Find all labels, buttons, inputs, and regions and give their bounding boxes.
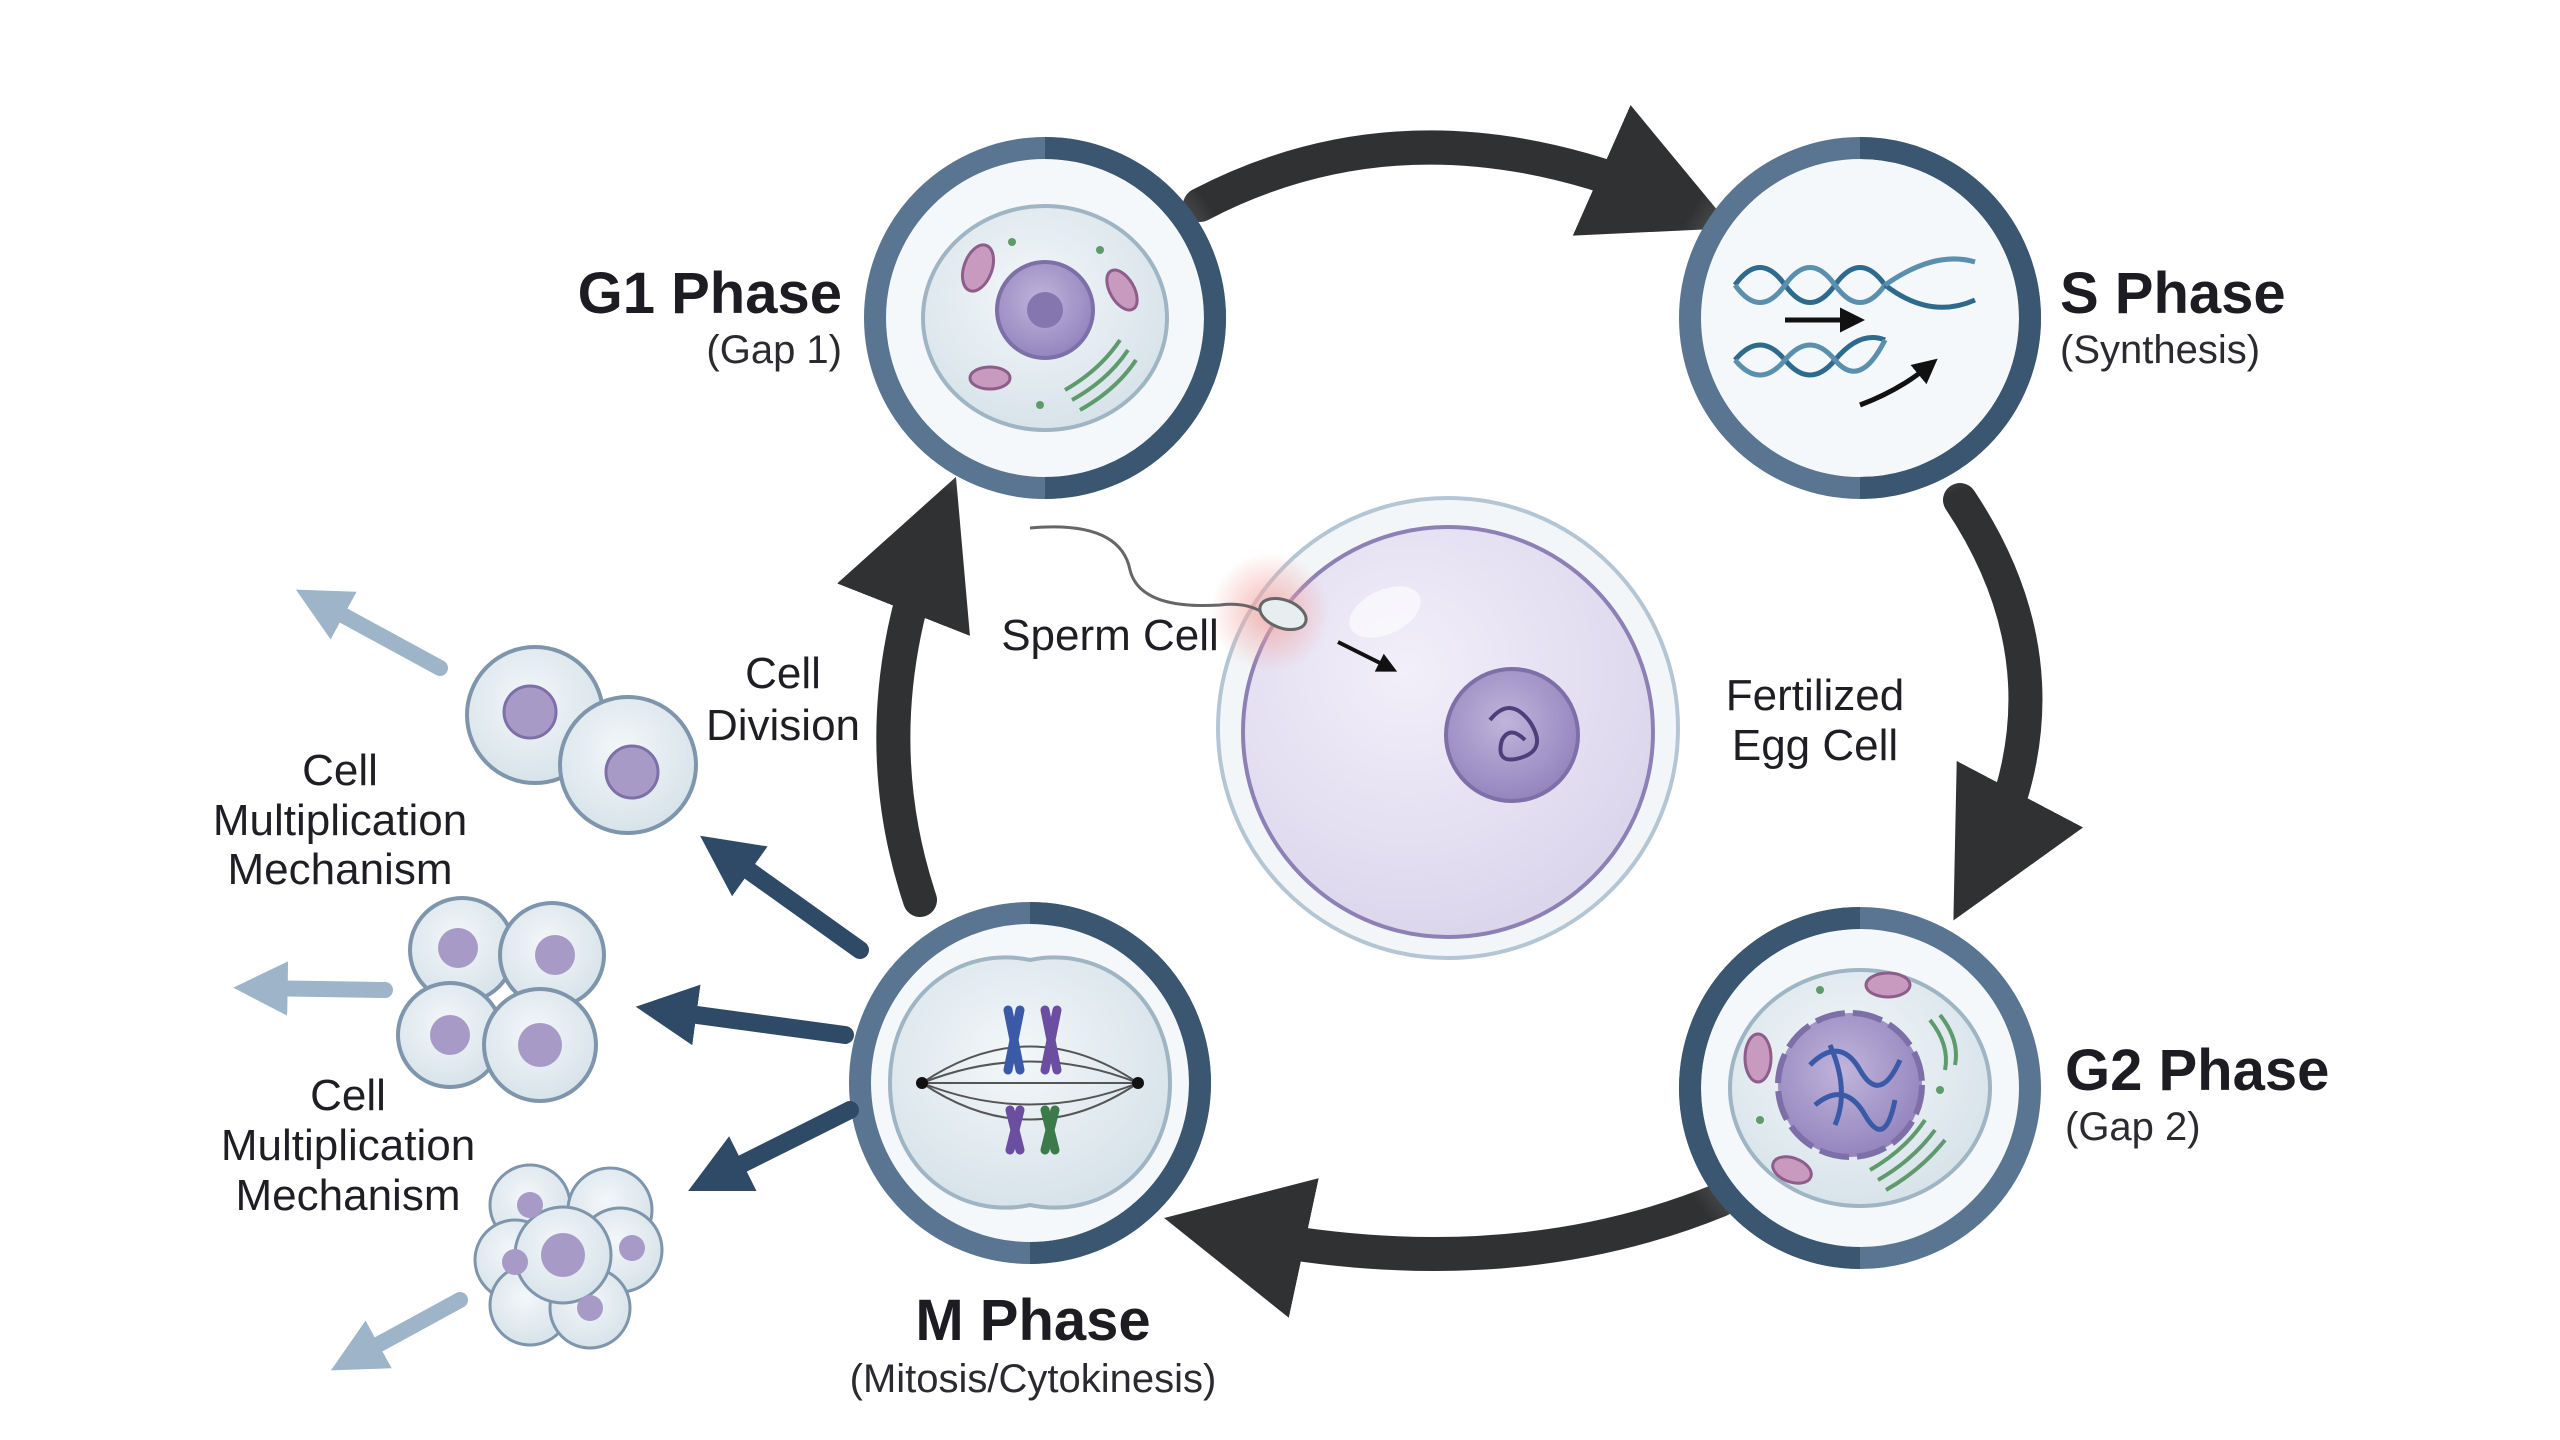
- golgi-icon: [1064, 338, 1138, 412]
- output-arrow-lower: [688, 1101, 859, 1191]
- centrosome-icon: [916, 1077, 928, 1089]
- multi-cell-cluster: [473, 1163, 664, 1350]
- condensed-dna-icon: [1808, 1043, 1903, 1132]
- mitochondria-icon: [968, 365, 1012, 391]
- g2-phase-title: G2 Phase: [2065, 1038, 2329, 1103]
- multiplication-label-bottom-line2: Multiplication: [221, 1121, 475, 1170]
- cell-division-label-line2: Division: [706, 701, 860, 750]
- spindle-fibers-icon: [921, 1045, 1139, 1121]
- fertilized-egg: [1216, 496, 1680, 960]
- g2-phase-subtitle: (Gap 2): [2065, 1105, 2201, 1149]
- multiplication-label-top-line1: Cell: [302, 746, 378, 795]
- nucleus-icon: [517, 1192, 543, 1218]
- s-phase-node: [1660, 118, 2060, 518]
- dna-replication-icon: [1732, 256, 1977, 378]
- nucleus-icon: [604, 744, 660, 800]
- s-phase-subtitle: (Synthesis): [2060, 328, 2260, 372]
- centrosome-icon: [1132, 1077, 1144, 1089]
- sperm-entry-arrow-icon: [1337, 640, 1398, 672]
- faded-arrow-middle: [233, 961, 393, 1016]
- g1-phase-subtitle: (Gap 1): [706, 328, 842, 372]
- multiplication-label-bottom-line1: Cell: [310, 1071, 386, 1120]
- nucleus-icon: [518, 1023, 562, 1067]
- output-arrows: [635, 835, 869, 1191]
- g1-phase-title: G1 Phase: [578, 261, 842, 326]
- s-phase-title: S Phase: [2060, 261, 2286, 326]
- arrow-g1-to-s: [1183, 105, 1733, 236]
- arrow-m-to-g1: [837, 476, 970, 917]
- m-phase-title: M Phase: [915, 1288, 1150, 1353]
- faded-arrow-upper: [295, 589, 448, 676]
- g2-phase-node: [1660, 888, 2060, 1288]
- golgi-icon: [1869, 1013, 1958, 1192]
- m-phase-node: [830, 883, 1230, 1283]
- g1-phase-node: [845, 118, 1245, 518]
- chromosomes-icon: [1003, 1005, 1062, 1155]
- two-cell-cluster: [465, 645, 698, 835]
- replication-arrow-icon: [1859, 358, 1938, 408]
- egg-cell-label-line2: Egg Cell: [1732, 721, 1898, 770]
- egg-cell-label-line1: Fertilized: [1726, 671, 1905, 720]
- cycle-arrows: [837, 105, 2084, 1318]
- nucleus-icon: [502, 1249, 528, 1275]
- mitochondria-icon: [1864, 971, 1912, 999]
- nucleus-icon: [502, 684, 558, 740]
- multiplication-label-top-line2: Multiplication: [213, 796, 467, 845]
- sperm-cell: [1029, 525, 1398, 672]
- sperm-tail-icon: [1029, 525, 1263, 614]
- arrow-s-to-g2: [1943, 483, 2084, 921]
- output-arrow-upper: [700, 835, 869, 959]
- multiplication-label-top-line3: Mechanism: [228, 845, 453, 894]
- mitochondria-icon: [1105, 268, 1139, 312]
- egg-nucleus-icon: [1444, 667, 1580, 803]
- faded-arrow-lower: [330, 1292, 468, 1371]
- sperm-head-icon: [1258, 596, 1308, 632]
- nucleus-icon: [535, 935, 575, 975]
- multiplication-label-bottom-line3: Mechanism: [236, 1171, 461, 1220]
- arrow-g2-to-m: [1164, 1178, 1737, 1318]
- mitochondria-icon: [1743, 1032, 1773, 1084]
- four-cell-cluster: [396, 896, 606, 1103]
- mitochondria-icon: [960, 243, 996, 293]
- sperm-cell-label: Sperm Cell: [1001, 611, 1219, 660]
- output-arrow-middle: [635, 984, 854, 1046]
- nucleus-icon: [430, 1015, 470, 1055]
- nucleus-icon: [438, 928, 478, 968]
- cell-division-label-line1: Cell: [745, 649, 821, 698]
- nucleus-icon: [541, 1233, 585, 1277]
- nucleus-icon: [619, 1235, 645, 1261]
- g2-nucleus-icon: [1775, 1010, 1925, 1160]
- nucleus-icon: [577, 1295, 603, 1321]
- mitochondria-icon: [1771, 1155, 1813, 1185]
- m-phase-subtitle: (Mitosis/Cytokinesis): [850, 1357, 1217, 1401]
